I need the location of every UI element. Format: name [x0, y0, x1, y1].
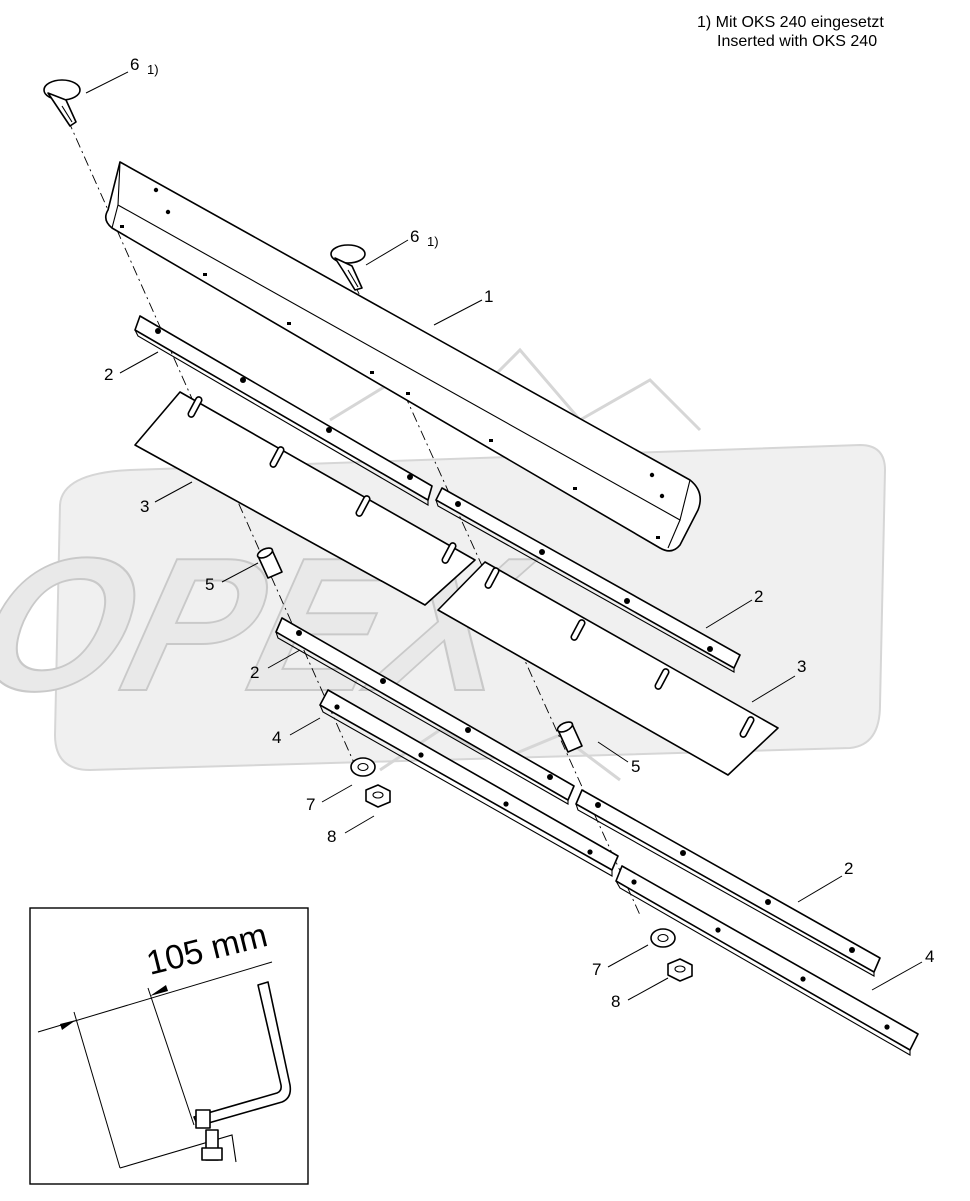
callout-6-lower: 6	[410, 227, 419, 246]
callout-7-right: 7	[592, 960, 601, 979]
detail-base-plate	[119, 1134, 237, 1169]
callout-8-right: 8	[611, 992, 620, 1011]
part-2-flat-bar-bottom-right	[575, 789, 881, 977]
callout-2-lower-left: 2	[250, 663, 259, 682]
part-7-washer-right	[650, 928, 676, 948]
part-5-pin-upper	[256, 547, 283, 579]
callout-2-upper-left: 2	[104, 365, 113, 384]
callout-6-upper-footnote-ref: 1)	[147, 62, 159, 77]
detail-frame	[29, 907, 309, 1185]
part-3-sheet-lower	[437, 561, 779, 776]
footnote-german: 1) Mit OKS 240 eingesetzt	[697, 14, 884, 31]
part-7-washer-left	[350, 757, 376, 777]
callout-labels: 6 1) 6 1) 1 2 3 5 2 4 7 8 2 3 5 2 7 8 4	[104, 55, 934, 1011]
part-6-bolt-right	[330, 244, 366, 291]
callout-1: 1	[484, 287, 493, 306]
dimension-arrow-left	[60, 1020, 76, 1030]
detail-inset: 105 mm	[29, 907, 309, 1185]
callout-2-bottom-right: 2	[844, 859, 853, 878]
leader-lines	[85, 71, 923, 1001]
callout-5-upper: 5	[205, 575, 214, 594]
part-4-angle-strip-right	[615, 865, 919, 1056]
part-8-nut-left	[365, 784, 391, 808]
callout-8-left: 8	[327, 827, 336, 846]
callout-6-upper: 6	[130, 55, 139, 74]
callout-6-lower-footnote-ref: 1)	[427, 234, 439, 249]
detail-nut	[201, 1147, 223, 1161]
part-3-sheet-upper	[134, 391, 476, 606]
part-2-flat-bar-middle-right	[435, 487, 741, 673]
part-8-nut-right	[667, 958, 693, 982]
footnote-english: Inserted with OKS 240	[717, 33, 878, 50]
part-2-flat-bar-lower	[275, 617, 575, 805]
callout-4-right: 4	[925, 947, 934, 966]
callout-2-middle-right: 2	[754, 587, 763, 606]
extension-line-right	[147, 987, 195, 1126]
callout-4-left: 4	[272, 728, 281, 747]
part-2-flat-bar-upper	[134, 315, 433, 506]
callout-3-upper: 3	[140, 497, 149, 516]
callout-5-lower: 5	[631, 757, 640, 776]
callout-3-lower: 3	[797, 657, 806, 676]
dimension-arrow-right	[150, 985, 168, 996]
callout-7-left: 7	[306, 795, 315, 814]
extension-line-left	[73, 1011, 121, 1169]
detail-washer	[195, 1109, 211, 1129]
part-6-bolt-left	[43, 79, 81, 127]
dimension-line	[37, 961, 273, 1033]
part-1-angle-profile	[104, 161, 701, 552]
part-5-pin-lower	[556, 721, 583, 753]
part-4-angle-strip-left	[319, 689, 619, 877]
